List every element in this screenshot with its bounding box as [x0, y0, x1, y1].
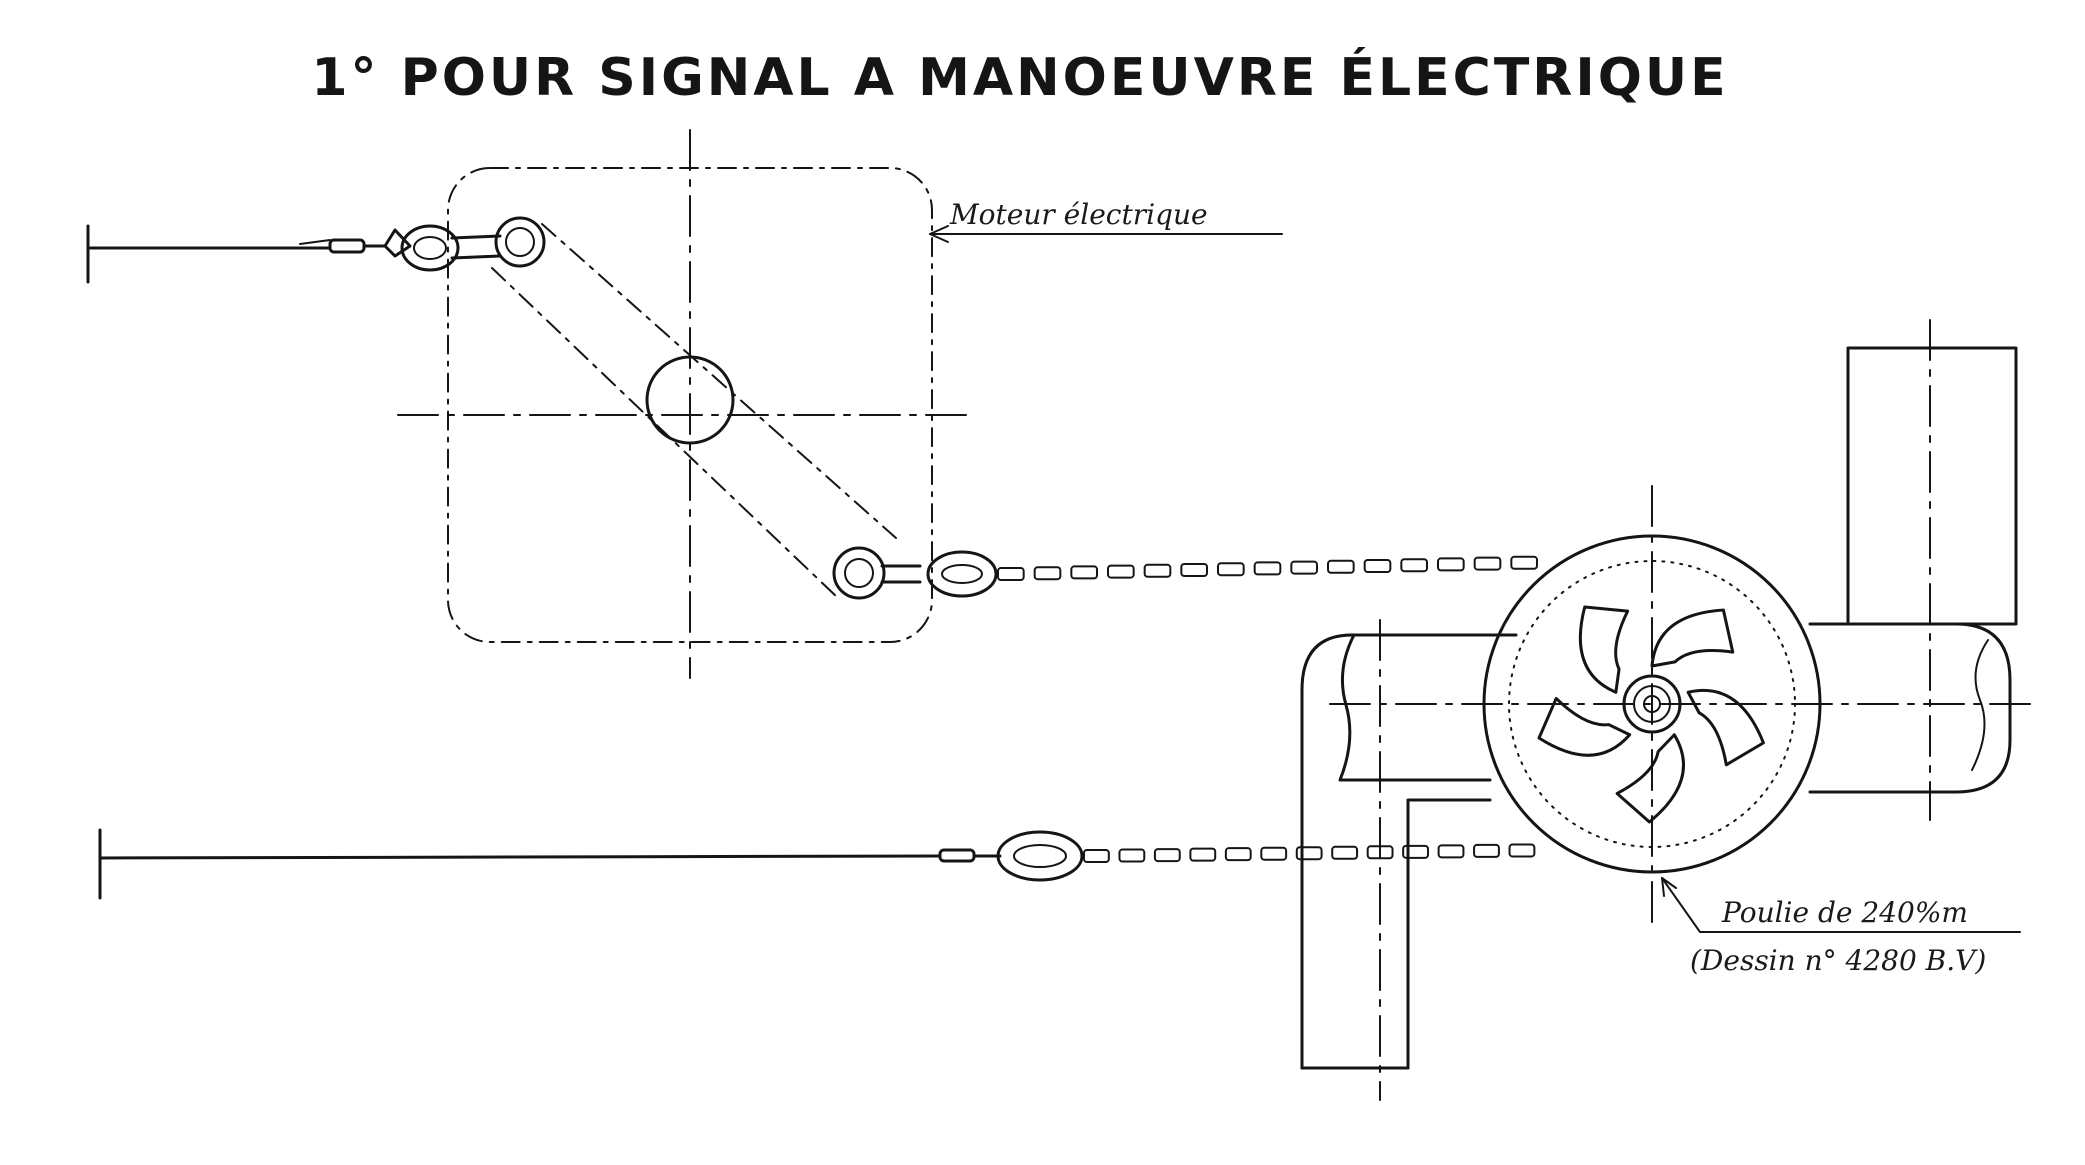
pulley-hub — [1622, 674, 1682, 734]
chain-link — [1070, 565, 1099, 580]
chain-link — [1331, 845, 1359, 860]
pulley-label-leader — [1661, 877, 2021, 933]
pulley-spoke — [1650, 608, 1735, 668]
chain-link — [1327, 559, 1355, 574]
pulley-label: Poulie de 240%m — [1722, 896, 1968, 929]
chain-link — [1290, 560, 1319, 575]
diagram-title: 1° POUR SIGNAL A MANOEUVRE ÉLECTRIQUE — [311, 48, 1729, 108]
pulley-spoke — [1686, 688, 1765, 767]
chain-link — [1253, 561, 1282, 576]
chain-link — [1189, 847, 1217, 862]
crank-pin-lower — [832, 546, 886, 600]
crank-pin-upper — [494, 216, 546, 268]
chain-link — [1295, 846, 1323, 861]
chain-link — [1437, 557, 1465, 572]
chain-link — [1224, 847, 1252, 862]
upper-chain — [926, 550, 1539, 598]
chain-link — [1083, 849, 1110, 863]
motor-label-leader — [929, 225, 1283, 243]
motor-crank-arm — [491, 216, 922, 600]
lower-wire — [98, 828, 1002, 900]
pulley-spoke — [1537, 696, 1632, 757]
chain-link — [1473, 843, 1500, 858]
chain-link — [1402, 844, 1429, 859]
chain-link — [1118, 848, 1146, 863]
chain-link — [1473, 556, 1502, 571]
motor-housing — [397, 129, 971, 679]
chain-link — [1437, 844, 1465, 859]
drawing-ref-label: (Dessin n° 4280 B.V) — [1690, 944, 1987, 977]
pulley-wheel — [1482, 485, 1822, 933]
motor-shaft — [645, 355, 735, 445]
chain-link — [1260, 846, 1288, 861]
lower-shackle — [996, 830, 1536, 882]
upper-shackle — [400, 224, 502, 272]
chain-link — [1153, 848, 1181, 863]
pulley-bracket — [1300, 319, 2041, 1101]
chain-link — [1217, 562, 1245, 577]
chain-link — [1400, 558, 1429, 573]
chain-link — [1510, 555, 1539, 570]
chain-link — [1143, 563, 1172, 578]
pulley-spokes — [1537, 605, 1765, 824]
upper-wire — [86, 224, 412, 284]
chain-link — [997, 567, 1025, 581]
chain-link — [1107, 564, 1135, 579]
pulley-spoke — [1615, 733, 1685, 824]
pulley-spoke — [1578, 605, 1630, 694]
chain-link — [1363, 559, 1392, 573]
chain-link — [1508, 843, 1536, 858]
chain-link — [1033, 566, 1062, 581]
motor-label: Moteur électrique — [950, 198, 1208, 231]
chain-link — [1180, 563, 1209, 577]
